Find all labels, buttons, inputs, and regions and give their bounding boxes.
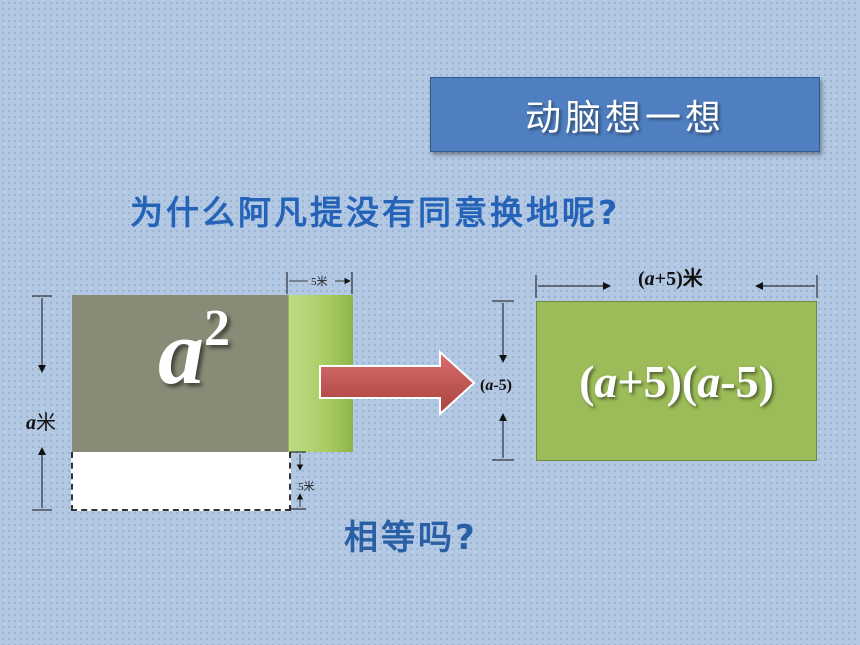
side-length-label: a米: [26, 412, 56, 434]
square-a-squared: [72, 295, 288, 452]
main-question: 为什么阿凡提没有同意换地呢?: [130, 193, 621, 232]
area-expression: (a+5)(a-5): [579, 355, 774, 407]
equal-question: 相等吗?: [344, 518, 478, 558]
transform-arrow-icon: [319, 349, 476, 417]
slide-title: 动脑想一想: [430, 77, 820, 152]
a-squared-label: a2: [158, 300, 230, 403]
width-label: (a+5)米: [638, 268, 703, 290]
removed-strip: [71, 452, 291, 511]
height-label: (a-5): [480, 377, 512, 394]
bottom-strip-height-label: 5米: [298, 481, 315, 493]
rectangle-a-plus-5-a-minus-5: (a+5)(a-5): [536, 301, 817, 461]
top-strip-width-label: 5米: [311, 276, 328, 288]
